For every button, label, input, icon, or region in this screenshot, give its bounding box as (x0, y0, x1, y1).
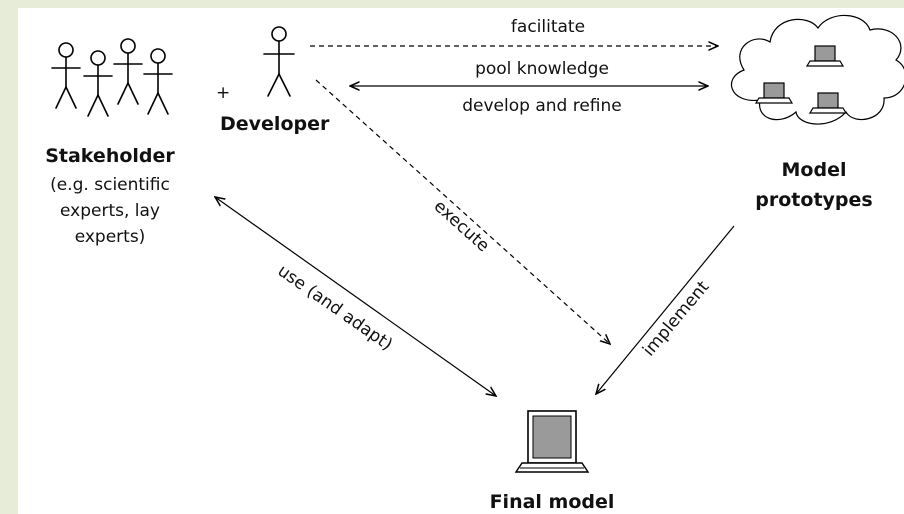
prototype-laptop-icon (805, 45, 845, 67)
use-adapt-label: use (and adapt) (274, 261, 396, 355)
cloud-icon (731, 14, 904, 125)
plus-sign: + (216, 83, 230, 103)
diagram-canvas: + Developer Stakeholder (e.g. scientific… (18, 8, 904, 514)
stakeholder-label-line-3: experts, lay (60, 201, 160, 221)
develop-refine-label: develop and refine (462, 96, 622, 116)
execute-label: execute (430, 196, 493, 256)
diagram-svg: + Developer Stakeholder (e.g. scientific… (45, 14, 904, 513)
developer-label: Developer (220, 113, 330, 135)
prototype-laptop-icon (808, 92, 848, 114)
execute-arrow (315, 79, 610, 344)
final-model-laptop-icon (514, 410, 590, 473)
developer-figure-icon (263, 26, 295, 97)
prototype-laptop-icon (754, 82, 794, 104)
final-model-label: Final model (490, 491, 615, 513)
use-adapt-arrow (215, 197, 496, 396)
implement-label: implement (639, 277, 713, 360)
stakeholder-label: Stakeholder (e.g. scientific experts, la… (45, 145, 175, 247)
stakeholder-label-line-4: experts) (75, 227, 146, 247)
stakeholder-figures-icon (51, 38, 173, 117)
pool-knowledge-label: pool knowledge (475, 59, 609, 79)
stakeholder-label-line-2: (e.g. scientific (50, 175, 170, 195)
stakeholder-label-line-1: Stakeholder (45, 145, 175, 167)
prototypes-label-line-2: prototypes (755, 189, 872, 211)
facilitate-label: facilitate (511, 17, 585, 37)
implement-arrow (596, 225, 735, 394)
prototypes-label-line-1: Model (782, 159, 847, 181)
